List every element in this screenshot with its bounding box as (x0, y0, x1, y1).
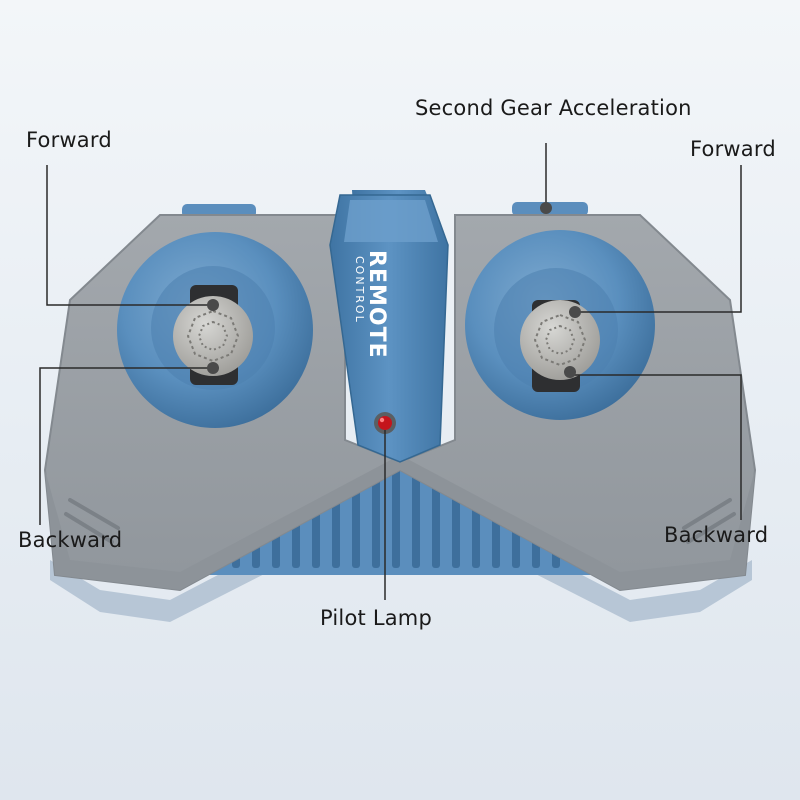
right-joystick-pattern-inner (544, 324, 576, 356)
right-joystick[interactable] (520, 300, 600, 380)
center-spine-highlight (344, 200, 438, 242)
callout-dots (207, 202, 581, 378)
left-joystick[interactable] (173, 296, 253, 376)
left-joystick-pattern-inner (197, 320, 229, 352)
callout-lines (39, 143, 742, 600)
callout-backward-left: Backward (18, 528, 123, 552)
right-joystick-pattern (533, 313, 587, 367)
grip-ridges-left (64, 498, 120, 544)
pilot-lamp-glint (379, 417, 385, 423)
pilot-lamp (378, 416, 392, 430)
callout-forward-right: Forward (690, 137, 776, 161)
center-spine-panel (329, 194, 449, 463)
callout-backward-right: Backward (664, 523, 769, 547)
callout-forward-left: Forward (26, 128, 112, 152)
brand-remote-text: REMOTE (364, 250, 389, 359)
callout-second-gear-acceleration: Second Gear Acceleration (415, 96, 692, 120)
callout-pilot-lamp: Pilot Lamp (320, 606, 432, 630)
controller-base-shadow (50, 480, 752, 622)
controller-front-face (45, 455, 755, 590)
left-joystick-pattern (186, 309, 240, 363)
brand-control-text: CONTROL (353, 256, 366, 324)
grip-ridges-right (682, 498, 736, 544)
